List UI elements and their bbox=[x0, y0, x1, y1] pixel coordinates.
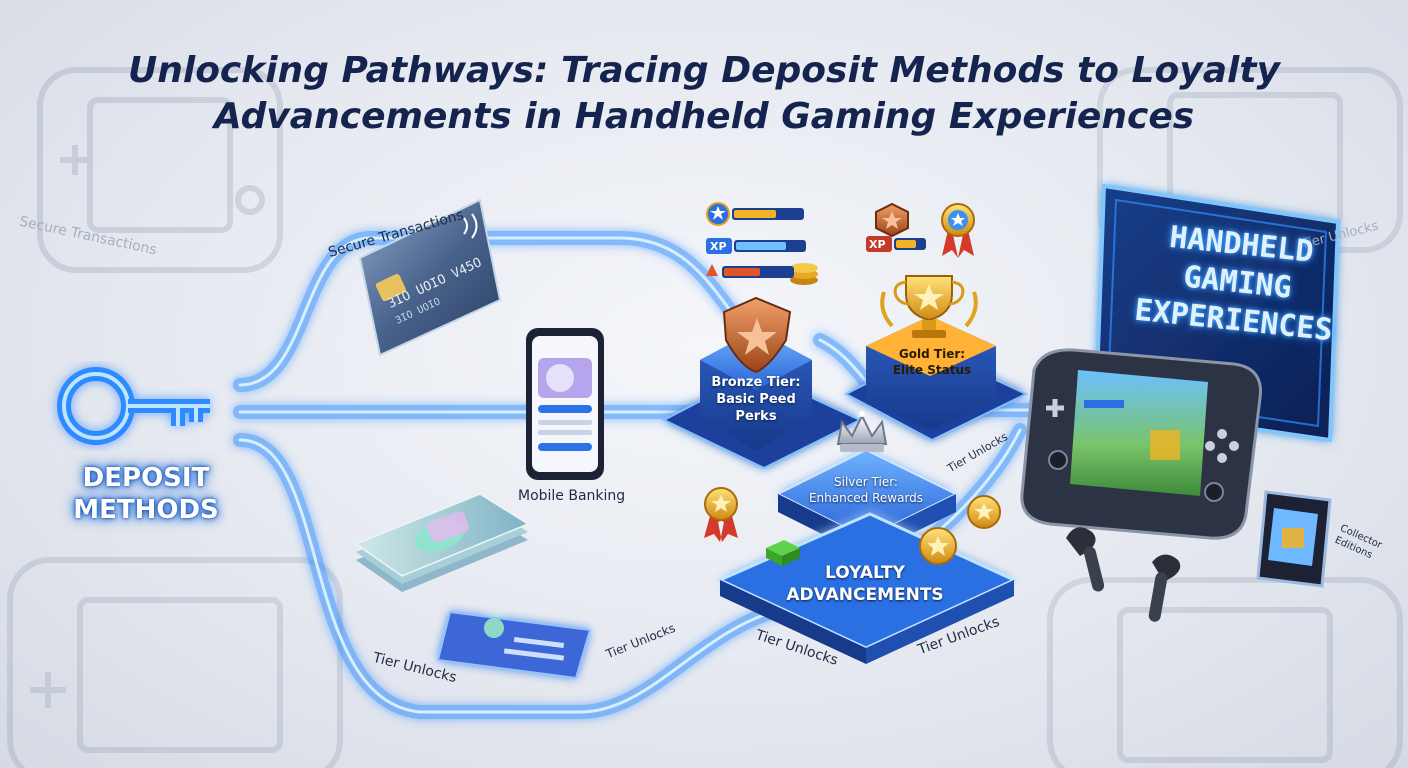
silver-tier-label: Silver Tier: Enhanced Rewards bbox=[790, 474, 942, 506]
handheld-console-icon bbox=[1020, 348, 1262, 540]
trophy-icon bbox=[880, 275, 978, 338]
cash-stack-icon bbox=[354, 493, 530, 592]
xp-badge-right-label: XP bbox=[869, 238, 886, 251]
deposit-line-1: DEPOSIT bbox=[82, 463, 210, 493]
coin-right-icon bbox=[967, 495, 1001, 529]
game-cartridge-icon bbox=[1256, 490, 1332, 588]
xp-badge-label: XP bbox=[710, 240, 727, 253]
progress-bar-xp-right-icon bbox=[866, 236, 926, 252]
bronze-tier-line-3: Perks bbox=[735, 409, 777, 424]
loyalty-line-2: ADVANCEMENTS bbox=[786, 585, 944, 605]
gold-tier-label: Gold Tier: Elite Status bbox=[876, 346, 988, 378]
coin-icon bbox=[919, 527, 957, 565]
crown-icon bbox=[836, 411, 888, 452]
bronze-shield-icon bbox=[722, 296, 792, 374]
smartphone-icon bbox=[526, 328, 604, 480]
title-line-2: Advancements in Handheld Gaming Experien… bbox=[213, 96, 1195, 137]
title-line-1: Unlocking Pathways: Tracing Deposit Meth… bbox=[128, 50, 1280, 91]
ghost-console-bottom-right-icon bbox=[1047, 577, 1403, 768]
key-icon bbox=[57, 367, 210, 445]
page-title: Unlocking Pathways: Tracing Deposit Meth… bbox=[0, 48, 1408, 140]
progress-bar-xp-icon bbox=[706, 238, 806, 254]
ghost-console-top-left-icon bbox=[37, 67, 283, 273]
bank-card-icon bbox=[436, 610, 592, 680]
gold-tier-line-1: Gold Tier: bbox=[898, 347, 966, 361]
loyalty-line-1: LOYALTY bbox=[825, 563, 905, 583]
bronze-tier-line-1: Bronze Tier: bbox=[711, 375, 801, 390]
ribbon-medal-icon bbox=[941, 203, 975, 258]
medal-left-icon bbox=[704, 487, 738, 542]
coin-stack-icon bbox=[790, 263, 818, 285]
gold-tier-block bbox=[843, 316, 1029, 442]
earbuds-icon bbox=[1066, 527, 1181, 622]
progress-bar-star-icon bbox=[706, 202, 804, 226]
ghost-console-bottom-left-icon bbox=[7, 557, 343, 768]
silver-tier-line-2: Enhanced Rewards bbox=[808, 491, 924, 505]
credit-card-icon bbox=[358, 198, 502, 357]
loyalty-advancements-label: LOYALTY ADVANCEMENTS bbox=[770, 562, 960, 606]
holographic-screen-text: HANDHELD GAMING EXPERIENCES bbox=[1112, 214, 1357, 397]
mobile-banking-label: Mobile Banking bbox=[518, 488, 626, 504]
bronze-badge-icon bbox=[875, 202, 909, 238]
progress-bar-flame-icon bbox=[706, 264, 794, 278]
bronze-tier-label: Bronze Tier: Basic Peed Perks bbox=[700, 374, 812, 425]
deposit-line-2: METHODS bbox=[73, 495, 219, 525]
green-block-icon bbox=[766, 540, 800, 566]
silver-tier-line-1: Silver Tier: bbox=[834, 475, 898, 489]
deposit-methods-label: DEPOSIT METHODS bbox=[56, 462, 236, 526]
bronze-tier-line-2: Basic Peed bbox=[716, 392, 796, 407]
gold-tier-line-2: Elite Status bbox=[892, 363, 972, 377]
